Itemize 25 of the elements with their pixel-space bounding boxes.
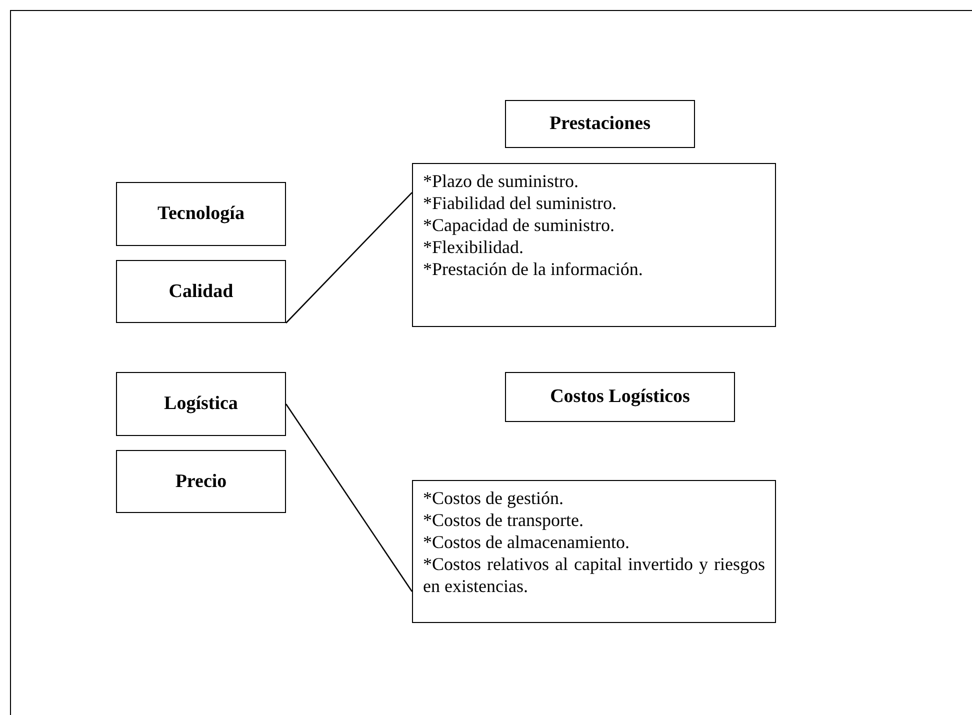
title-box [116, 182, 286, 246]
list-item: *Capacidad de suministro. [423, 214, 616, 236]
title-box [116, 260, 286, 323]
list-item: *Flexibilidad. [423, 236, 524, 258]
list-item: *Plazo de suministro. [423, 170, 580, 192]
list-item: *Costos relativos al capital invertido y riesgos en existencias. [423, 553, 765, 597]
list-item: *Prestación de la información. [423, 258, 644, 280]
box-title: Precio [175, 470, 227, 492]
list-item: *Costos de almacenamiento. [423, 531, 630, 553]
connector-line [286, 192, 412, 324]
list-box [412, 163, 776, 327]
title-box [505, 372, 735, 422]
box-title: Prestaciones [550, 113, 650, 135]
list-item: *Fiabilidad del suministro. [423, 192, 618, 214]
list-box [412, 480, 776, 623]
list-item: *Costos de gestión. [423, 487, 565, 509]
title-box [116, 372, 286, 436]
box-title: Calidad [168, 280, 234, 302]
box-title: Tecnología [158, 203, 244, 225]
title-box [505, 100, 695, 148]
connector-line [285, 404, 413, 592]
title-box [116, 450, 286, 513]
box-title: Costos Logísticos [550, 386, 690, 408]
list-item: *Costos de transporte. [423, 509, 584, 531]
box-title: Logística [164, 393, 238, 415]
